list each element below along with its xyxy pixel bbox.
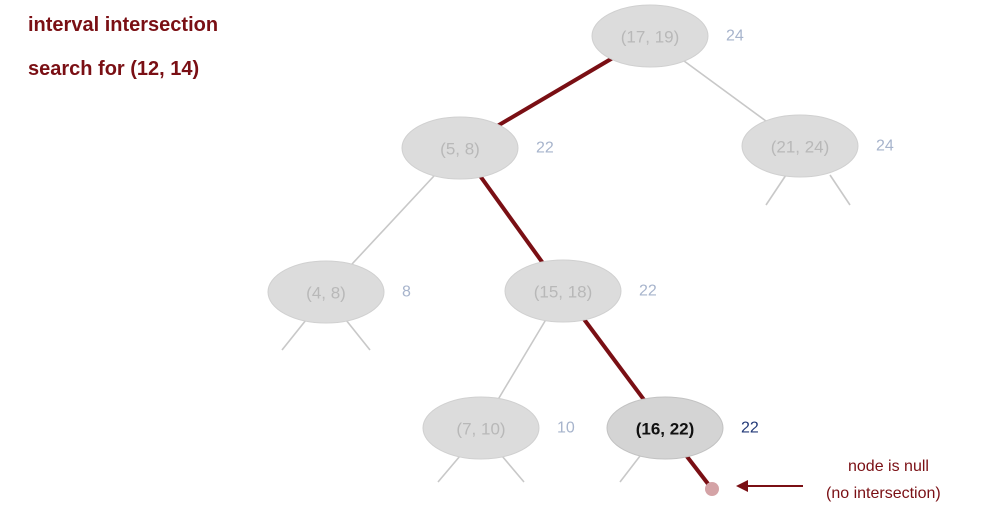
diagram-subtitle: search for (12, 14)	[28, 58, 200, 80]
node-interval-label: (4, 8)	[306, 284, 346, 303]
node-ellipse	[267, 260, 385, 324]
tree-node-n16: (16, 22) 22	[606, 396, 759, 460]
null-link-stub	[829, 174, 851, 206]
node-max-endpoint: 22	[741, 420, 759, 437]
node-ellipse	[741, 114, 859, 178]
node-max-endpoint: 22	[536, 140, 554, 157]
null-link-stub	[619, 455, 641, 483]
node-interval-label: (5, 8)	[440, 140, 480, 159]
null-link-stub	[437, 455, 461, 483]
node-ellipse	[591, 4, 709, 68]
node-interval-label: (17, 19)	[621, 28, 680, 47]
node-interval-label: (7, 10)	[456, 420, 505, 439]
tree-node-n17: (17, 19) 24	[591, 4, 744, 68]
null-node-dot	[705, 482, 719, 496]
marker-layer	[705, 480, 803, 496]
tree-node-n5: (5, 8) 22	[401, 116, 554, 180]
tree-node-n15: (15, 18) 22	[504, 259, 657, 323]
null-link-stub	[765, 174, 787, 206]
null-note-line1: node is null	[848, 458, 929, 475]
diagram-title: interval intersection	[28, 14, 219, 36]
tree-node-n21: (21, 24) 24	[741, 114, 894, 178]
node-interval-label: (15, 18)	[534, 283, 593, 302]
tree-node-n7: (7, 10) 10	[422, 396, 575, 460]
node-ellipse	[401, 116, 519, 180]
null-link-stub	[281, 319, 307, 351]
null-arrow-head	[736, 480, 748, 492]
node-ellipse	[422, 396, 540, 460]
tree-node-n4: (4, 8) 8	[267, 260, 411, 324]
node-max-endpoint: 10	[557, 420, 575, 437]
null-note-line2: (no intersection)	[826, 485, 941, 502]
node-interval-label: (21, 24)	[771, 138, 830, 157]
stubs-layer	[281, 174, 851, 483]
node-ellipse	[504, 259, 622, 323]
null-link-stub	[501, 455, 525, 483]
null-link-stub	[345, 319, 371, 351]
node-ellipse	[606, 396, 724, 460]
node-max-endpoint: 24	[876, 138, 894, 155]
node-interval-label: (16, 22)	[636, 420, 695, 439]
node-max-endpoint: 8	[402, 284, 411, 301]
nodes-layer: (17, 19) 24 (5, 8) 22 (21, 24) 24 (4, 8) 8 (15, …	[267, 4, 894, 460]
node-max-endpoint: 22	[639, 283, 657, 300]
node-max-endpoint: 24	[726, 28, 744, 45]
